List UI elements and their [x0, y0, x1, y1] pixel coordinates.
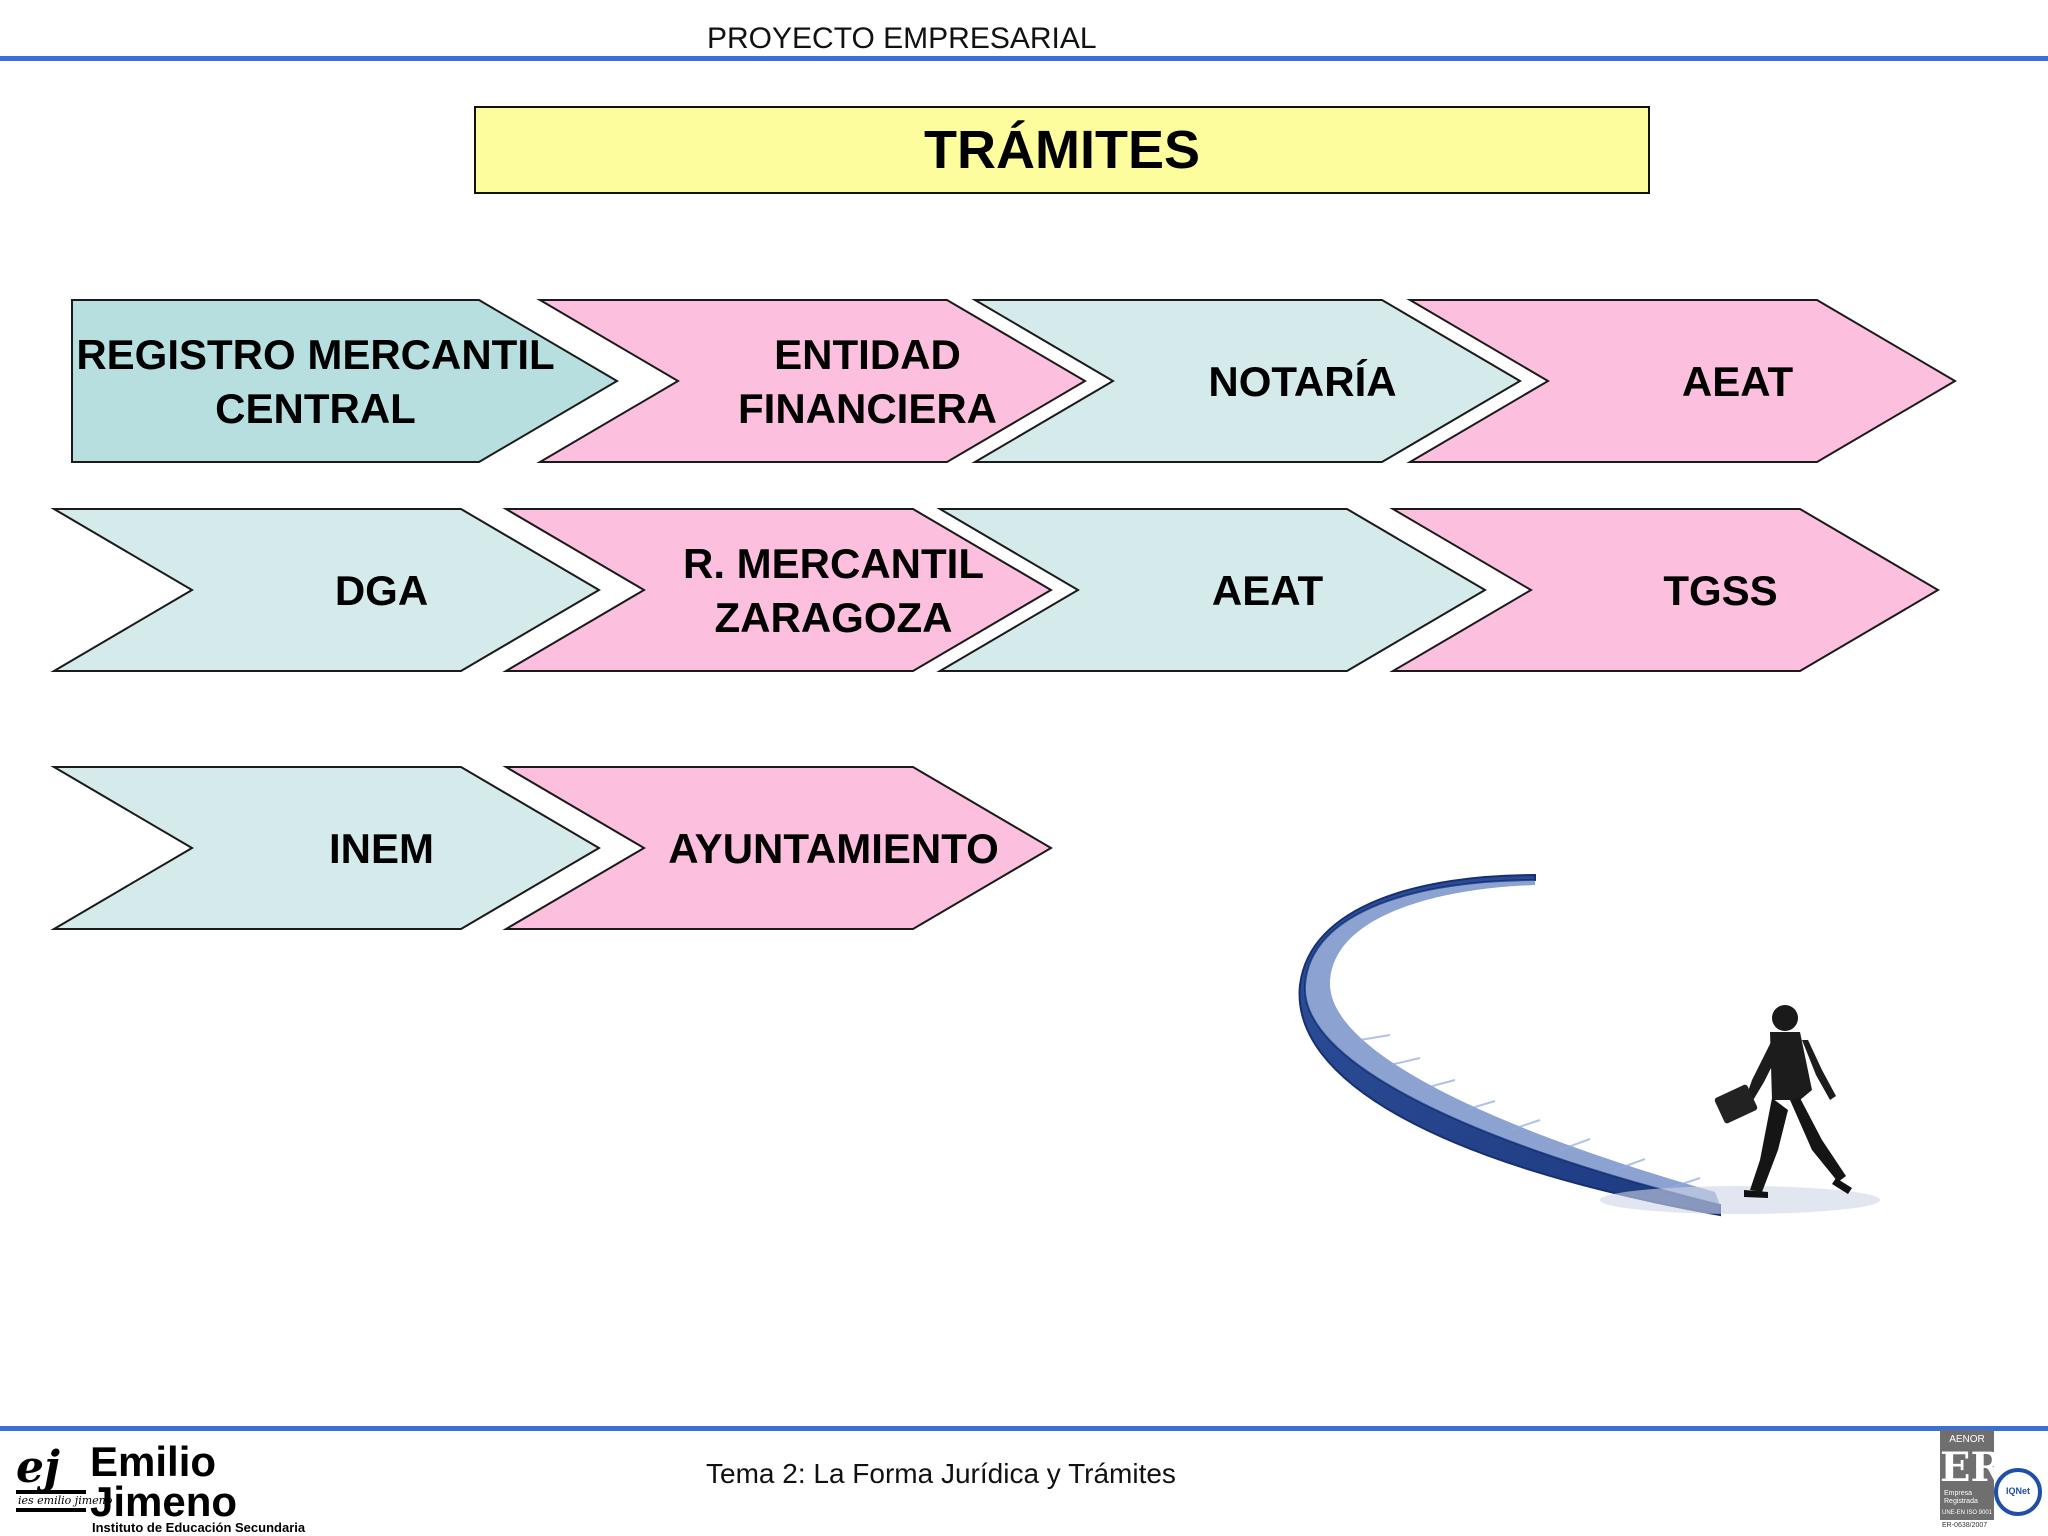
logo-line	[16, 1508, 86, 1512]
bottom-divider	[0, 1426, 2048, 1431]
slide-title-box: TRÁMITES	[474, 106, 1650, 194]
top-divider	[0, 56, 2048, 61]
process-step-label: TGSS	[1663, 567, 1777, 614]
logo-line	[16, 1490, 86, 1494]
process-step-chevron	[50, 766, 601, 930]
process-step-chevron	[50, 508, 601, 672]
iqnet-seal	[1994, 1468, 2042, 1516]
school-name-first: Emilio	[90, 1438, 217, 1485]
process-step-chevron	[502, 766, 1053, 930]
school-logo-mark: ej	[16, 1442, 60, 1493]
process-step-chevron	[1389, 508, 1940, 672]
process-step: AEAT	[1406, 299, 1957, 463]
school-logo-mark-sub: ies emilio jimeno	[18, 1494, 113, 1507]
process-step: NOTARÍA	[971, 299, 1522, 463]
school-type: Instituto de Educación Secundaria	[92, 1520, 306, 1535]
process-step-chevron	[936, 508, 1487, 672]
process-step-chevron	[1406, 299, 1957, 463]
process-step-label: AEAT	[1212, 567, 1324, 614]
process-step-label: AEAT	[1682, 358, 1794, 405]
certification-badge: AENOR ER Empresa Registrada UNE-EN ISO 9…	[1940, 1430, 2044, 1532]
aenor-badge	[1940, 1430, 1994, 1520]
businessman-figure	[1714, 1005, 1852, 1198]
process-step-label: NOTARÍA	[1208, 358, 1396, 405]
aenor-mark: ER	[1940, 1444, 2004, 1491]
process-step-label: INEM	[329, 825, 434, 872]
aenor-standard: UNE-EN ISO 9001	[1942, 1510, 1993, 1516]
process-step-label: DGA	[335, 567, 428, 614]
aenor-line1: Empresa	[1944, 1490, 1973, 1497]
process-step: INEM	[50, 766, 601, 930]
aenor-issuer: AENOR	[1949, 1434, 1985, 1445]
process-step-chevron	[536, 299, 1087, 463]
process-step-chevron	[971, 299, 1522, 463]
school-name-last: Jimeno	[90, 1478, 238, 1525]
iqnet-label: IQNet	[2005, 1486, 2030, 1496]
stair-steps	[1359, 1034, 1701, 1189]
process-step: AYUNTAMIENTO	[502, 766, 1053, 930]
process-step-chevron	[502, 508, 1053, 672]
slide-title: TRÁMITES	[924, 120, 1200, 180]
aenor-line2: Registrada	[1944, 1498, 1978, 1505]
footer-subject: Tema 2: La Forma Jurídica y Trámites	[706, 1458, 1176, 1489]
process-step: TGSS	[1389, 508, 1940, 672]
process-step: AEAT	[936, 508, 1487, 672]
process-step-chevron	[71, 299, 619, 463]
aenor-number: ER-0638/2007	[1942, 1522, 1988, 1529]
process-step: DGA	[50, 508, 601, 672]
school-logo: ej ies emilio jimeno Emilio Jimeno Insti…	[16, 1438, 316, 1535]
header-title: PROYECTO EMPRESARIAL	[707, 22, 1097, 55]
process-step-label: AYUNTAMIENTO	[668, 825, 999, 872]
